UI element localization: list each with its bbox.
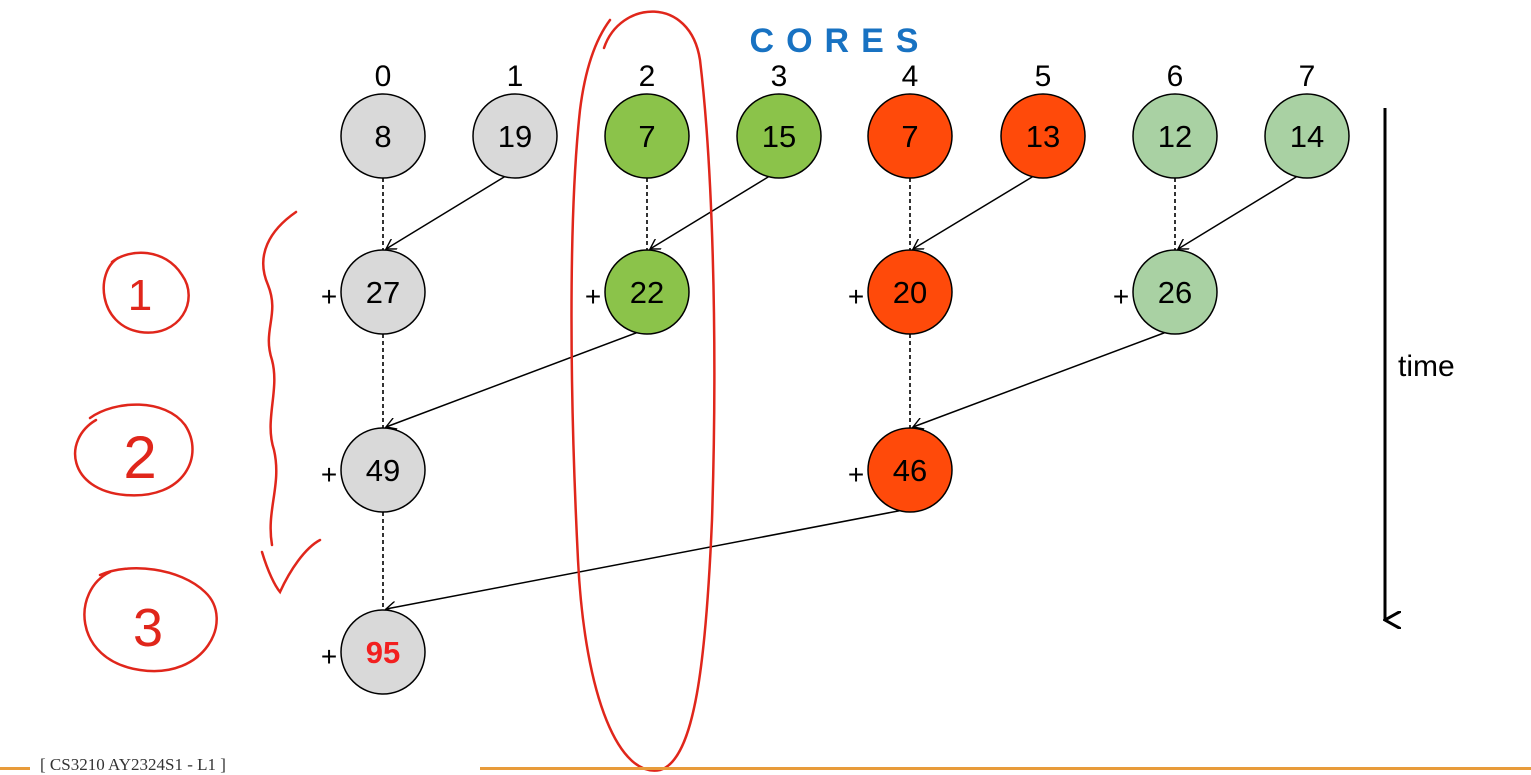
node-value: 95 [366, 635, 400, 670]
core-label-1: 1 [506, 60, 524, 93]
node-circle [1264, 93, 1350, 179]
reduction-arrow-3 [650, 176, 769, 249]
reduction-arrow-1 [386, 176, 505, 249]
plus-sign: + [1113, 281, 1129, 312]
node-circle [604, 93, 690, 179]
node-r2c0: 49 + [321, 427, 426, 513]
plus-sign: + [848, 459, 864, 490]
core-label-3: 3 [770, 60, 788, 93]
node-r0c2: 7 [604, 93, 690, 179]
step-circle-3 [83, 567, 218, 673]
reduction-arrow-5 [913, 176, 1033, 249]
core-label-6: 6 [1166, 60, 1184, 93]
node-r0c7: 14 [1264, 93, 1350, 179]
node-circle [867, 93, 953, 179]
node-circle [340, 249, 426, 335]
edges-layer [382, 176, 1297, 610]
node-r3c0: 95 + [321, 609, 426, 695]
step-number-1: 1 [128, 271, 152, 320]
node-value: 46 [893, 453, 927, 488]
node-value: 12 [1158, 119, 1192, 154]
node-value: 8 [374, 119, 391, 154]
node-r1c4: 20 + [848, 249, 953, 335]
node-circle [1132, 93, 1218, 179]
node-value: 26 [1158, 275, 1192, 310]
node-r1c6: 26 + [1113, 249, 1218, 335]
plus-sign: + [321, 459, 337, 490]
node-value: 19 [498, 119, 532, 154]
node-r1c0: 27 + [321, 249, 426, 335]
node-value: 49 [366, 453, 400, 488]
reduction-arrow-9 [386, 332, 637, 427]
node-value: 15 [762, 119, 796, 154]
node-circle [340, 93, 426, 179]
step-circle-1 [102, 251, 190, 334]
step-check [260, 538, 322, 595]
node-r0c0: 8 [340, 93, 426, 179]
step-brace [262, 210, 298, 547]
node-circle [604, 249, 690, 335]
step-numbers: 1 2 3 [123, 271, 163, 658]
node-circle [1132, 249, 1218, 335]
node-circle [1000, 93, 1086, 179]
node-r0c5: 13 [1000, 93, 1086, 179]
time-axis-label: time [1398, 350, 1455, 383]
node-r1c2: 22 + [585, 249, 690, 335]
node-value: 14 [1290, 119, 1324, 154]
plus-sign: + [848, 281, 864, 312]
step-number-2: 2 [123, 424, 156, 491]
node-circle [867, 249, 953, 335]
step-circle-2 [73, 403, 194, 497]
node-circle [340, 427, 426, 513]
node-r0c1: 19 [472, 93, 558, 179]
core-label-5: 5 [1034, 60, 1052, 93]
node-circle [340, 609, 426, 695]
slide-footer: [ CS3210 AY2324S1 - L1 ] [40, 755, 226, 774]
diagram-title: CORES [749, 22, 931, 60]
node-r0c6: 12 [1132, 93, 1218, 179]
node-circle [736, 93, 822, 179]
node-value: 7 [901, 119, 918, 154]
reduction-arrow-11 [913, 332, 1165, 427]
nodes-layer: 8 19 7 15 7 13 12 14 27 +22 +20 +26 +49 +46 +95 + [321, 93, 1350, 695]
core-label-2: 2 [638, 60, 656, 93]
step-number-3: 3 [133, 598, 163, 658]
plus-sign: + [585, 281, 601, 312]
node-value: 22 [630, 275, 664, 310]
footer-rule [480, 767, 1531, 770]
node-value: 7 [638, 119, 655, 154]
node-circle [472, 93, 558, 179]
node-r0c3: 15 [736, 93, 822, 179]
footer-rule-left [0, 767, 30, 770]
node-r2c4: 46 + [848, 427, 953, 513]
plus-sign: + [321, 281, 337, 312]
node-value: 27 [366, 275, 400, 310]
node-value: 13 [1026, 119, 1060, 154]
plus-sign: + [321, 641, 337, 672]
core-label-4: 4 [901, 60, 919, 93]
reduction-arrow-13 [386, 510, 900, 609]
node-circle [867, 427, 953, 513]
node-r0c4: 7 [867, 93, 953, 179]
core-label-7: 7 [1298, 60, 1316, 93]
reduction-arrow-7 [1178, 176, 1297, 249]
node-value: 20 [893, 275, 927, 310]
core-label-0: 0 [374, 60, 392, 93]
